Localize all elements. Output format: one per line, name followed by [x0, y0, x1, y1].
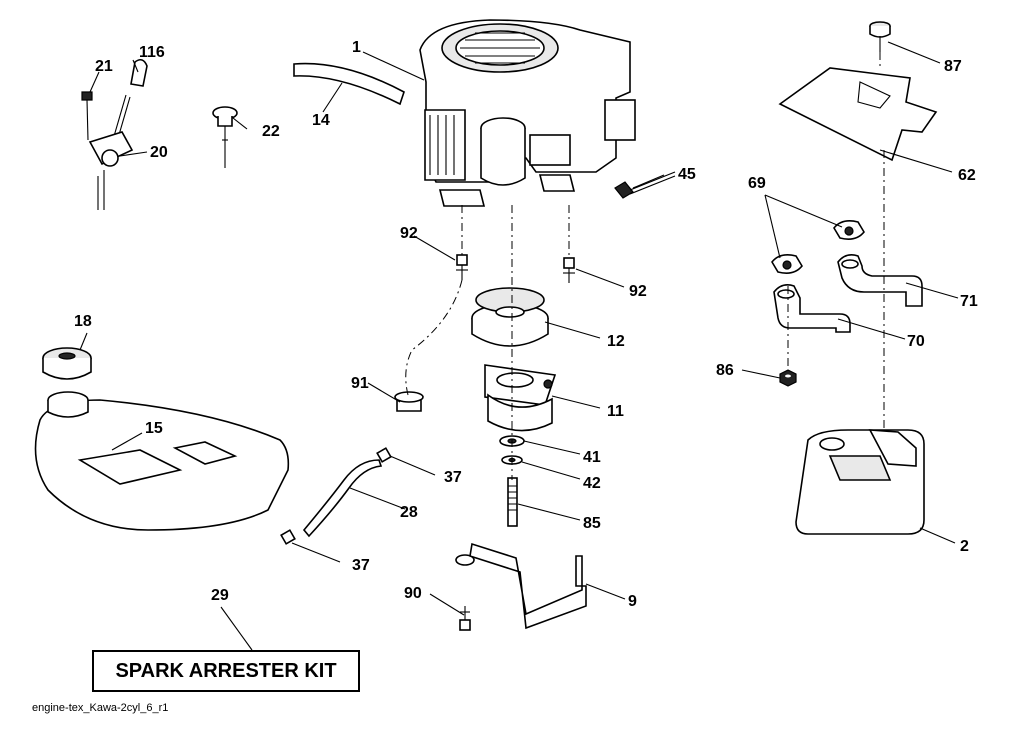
label-15: 15 — [145, 420, 163, 437]
label-9: 9 — [628, 593, 637, 610]
label-90: 90 — [404, 585, 422, 602]
clamp-37-lower — [280, 529, 296, 545]
bolt-92-left — [456, 254, 468, 280]
bolt-85-part — [507, 477, 518, 527]
bolt-90-part — [459, 606, 471, 631]
leader-lines — [79, 41, 959, 651]
label-29: 29 — [211, 587, 229, 604]
label-91: 91 — [351, 375, 369, 392]
label-92-left: 92 — [400, 225, 418, 242]
grommet-part — [394, 391, 424, 412]
spark-arrester-kit-label: SPARK ARRESTER KIT — [115, 659, 337, 682]
heat-shield-part — [778, 67, 938, 162]
label-62: 62 — [958, 167, 976, 184]
label-45: 45 — [678, 166, 696, 183]
label-1: 1 — [352, 39, 361, 56]
dipstick-part — [614, 171, 676, 199]
clamp-37-upper — [376, 447, 392, 463]
label-28: 28 — [400, 504, 418, 521]
assembly-lines — [405, 52, 885, 480]
exhaust-pipe-71-part — [837, 254, 923, 307]
pto-clutch-part — [484, 364, 557, 432]
label-22: 22 — [262, 123, 280, 140]
pulley-part — [471, 287, 549, 347]
label-70: 70 — [907, 333, 925, 350]
gasket-69-lower — [771, 254, 803, 274]
label-37-lower: 37 — [352, 557, 370, 574]
breather-tube-part — [293, 62, 405, 106]
nut-86-part — [779, 369, 797, 387]
exhaust-pipe-70-part — [773, 284, 851, 333]
label-116: 116 — [139, 44, 165, 61]
label-85: 85 — [583, 515, 601, 532]
label-18: 18 — [74, 313, 92, 330]
label-92-right: 92 — [629, 283, 647, 300]
fuel-tank-part — [34, 391, 290, 531]
label-2: 2 — [960, 538, 969, 555]
part-labels: 1 14 116 21 22 20 45 92 92 12 91 11 41 4… — [74, 39, 978, 610]
fuel-line-part — [302, 459, 383, 538]
choke-knob-part — [212, 106, 238, 168]
label-14: 14 — [312, 112, 330, 129]
bracket-part — [455, 542, 587, 630]
label-42: 42 — [583, 475, 601, 492]
label-87: 87 — [944, 58, 962, 75]
label-37-upper: 37 — [444, 469, 462, 486]
spark-arrester-kit-box: SPARK ARRESTER KIT — [92, 650, 360, 692]
engine-part — [419, 19, 636, 207]
label-86: 86 — [716, 362, 734, 379]
knob-87-part — [869, 21, 891, 52]
label-71: 71 — [960, 293, 978, 310]
label-11: 11 — [607, 403, 624, 420]
bolt-92-right — [563, 257, 575, 283]
label-20: 20 — [150, 144, 168, 161]
muffler-part — [795, 429, 925, 535]
fuel-cap-part — [42, 347, 92, 380]
label-41: 41 — [583, 449, 601, 466]
throttle-control-part — [81, 58, 148, 210]
label-21: 21 — [95, 58, 113, 75]
label-12: 12 — [607, 333, 625, 350]
label-69: 69 — [748, 175, 766, 192]
gasket-69-upper — [833, 220, 865, 240]
diagram-file-name: engine-tex_Kawa-2cyl_6_r1 — [32, 702, 169, 714]
